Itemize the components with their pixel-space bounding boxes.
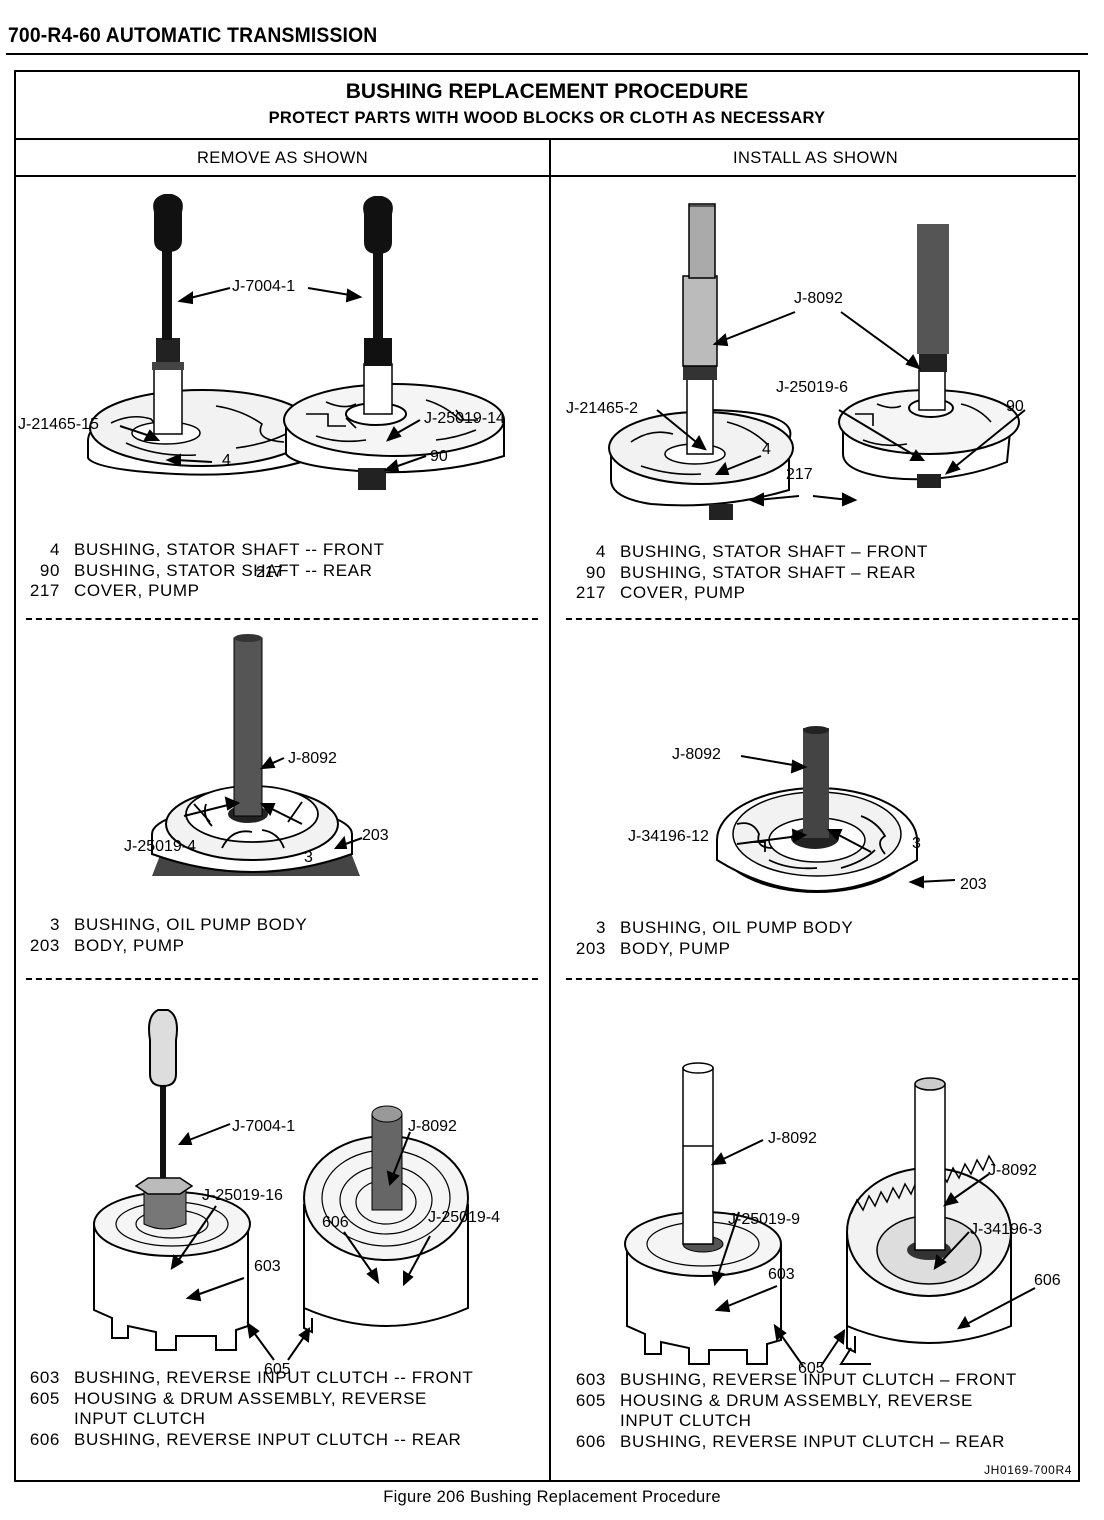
- install-stator-bushings-illustration: [608, 203, 1026, 520]
- label-j-21465-2: J-21465-2: [566, 400, 639, 417]
- pump-cover-left-drawing: [608, 203, 794, 520]
- label-j-25019-9: J-25019-9: [728, 1211, 801, 1228]
- label-j-8092-install-right: J-8092: [988, 1162, 1037, 1179]
- label-j-21465-15: J-21465-15: [18, 416, 99, 433]
- row-divider-1-left: [26, 618, 538, 620]
- label-j-25019-14: J-25019-14: [424, 410, 505, 427]
- label-j-8092-remove-pump: J-8092: [288, 750, 337, 767]
- pump-cover-right-drawing: [283, 196, 505, 490]
- header-rule: [6, 53, 1088, 55]
- row-divider-2-left: [26, 978, 538, 980]
- label-j-34196-12: J-34196-12: [628, 828, 709, 845]
- column-header-rule-right: [551, 175, 1076, 177]
- label-217: 217: [256, 564, 283, 581]
- drum-right-drawing: [839, 1077, 1012, 1365]
- label-j-25019-4: J-25019-4: [124, 838, 197, 855]
- legend-item: INPUT CLUTCH: [74, 1409, 206, 1428]
- figure-caption: Figure 206 Bushing Replacement Procedure: [383, 1488, 721, 1506]
- label-606-install: 606: [1034, 1272, 1061, 1289]
- label-605-install: 605: [798, 1360, 825, 1377]
- label-j-7004-1-reverse: J-7004-1: [232, 1118, 296, 1135]
- label-4-install: 4: [762, 441, 771, 458]
- label-90: 90: [430, 448, 448, 465]
- drum-left-drawing: [624, 1062, 782, 1365]
- pump-cover-right-drawing: [838, 224, 1020, 488]
- label-3-install: 3: [912, 835, 921, 852]
- label-j-25019-6: J-25019-6: [776, 379, 849, 396]
- label-j-8092: J-8092: [794, 290, 843, 307]
- row-divider-1-right: [566, 618, 1078, 620]
- procedure-title: BUSHING REPLACEMENT PROCEDURE: [345, 80, 749, 103]
- label-203: 203: [362, 827, 389, 844]
- label-3: 3: [304, 849, 313, 866]
- remove-stator-bushings-illustration: [87, 194, 505, 490]
- title-rule: [16, 138, 1078, 140]
- label-j-8092-install-left: J-8092: [768, 1130, 817, 1147]
- label-603: 603: [254, 1258, 281, 1275]
- label-203-install: 203: [960, 876, 987, 893]
- label-605: 605: [264, 1361, 291, 1378]
- label-90-install: 90: [1006, 398, 1024, 415]
- column-divider: [549, 138, 551, 1480]
- drum-left-drawing: [93, 1009, 251, 1351]
- row-divider-2-right: [566, 978, 1078, 980]
- column-header-rule-left: [16, 175, 549, 177]
- page-header: 700-R4-60 AUTOMATIC TRANSMISSION: [8, 24, 378, 47]
- legend-item: INPUT CLUTCH: [620, 1411, 752, 1430]
- label-j-8092-reverse: J-8092: [408, 1118, 457, 1135]
- procedure-frame: BUSHING REPLACEMENT PROCEDURE PROTECT PA…: [14, 70, 1080, 1482]
- column-header-install: INSTALL AS SHOWN: [732, 149, 899, 167]
- install-oil-pump-bushing-illustration: [716, 726, 956, 893]
- label-606: 606: [322, 1214, 349, 1231]
- label-j-25019-4-reverse: J-25019-4: [428, 1209, 501, 1226]
- label-j-7004-1: J-7004-1: [232, 278, 296, 295]
- label-4: 4: [222, 452, 231, 469]
- label-217-install: 217: [786, 466, 813, 483]
- label-j-34196-3: J-34196-3: [970, 1221, 1043, 1238]
- label-j-25019-16: J-25019-16: [202, 1187, 283, 1204]
- remove-oil-pump-bushing-illustration: [151, 634, 363, 876]
- install-reverse-clutch-bushings-illustration: [624, 1062, 1036, 1367]
- figure-code: JH0169-700R4: [984, 1463, 1072, 1477]
- pump-cover-left-drawing: [87, 194, 315, 476]
- column-header-remove: REMOVE AS SHOWN: [196, 149, 369, 167]
- label-603-install: 603: [768, 1266, 795, 1283]
- remove-reverse-clutch-bushings-illustration: [93, 1009, 469, 1361]
- label-j-8092-install-pump: J-8092: [672, 746, 721, 763]
- procedure-subtitle: PROTECT PARTS WITH WOOD BLOCKS OR CLOTH …: [268, 109, 826, 127]
